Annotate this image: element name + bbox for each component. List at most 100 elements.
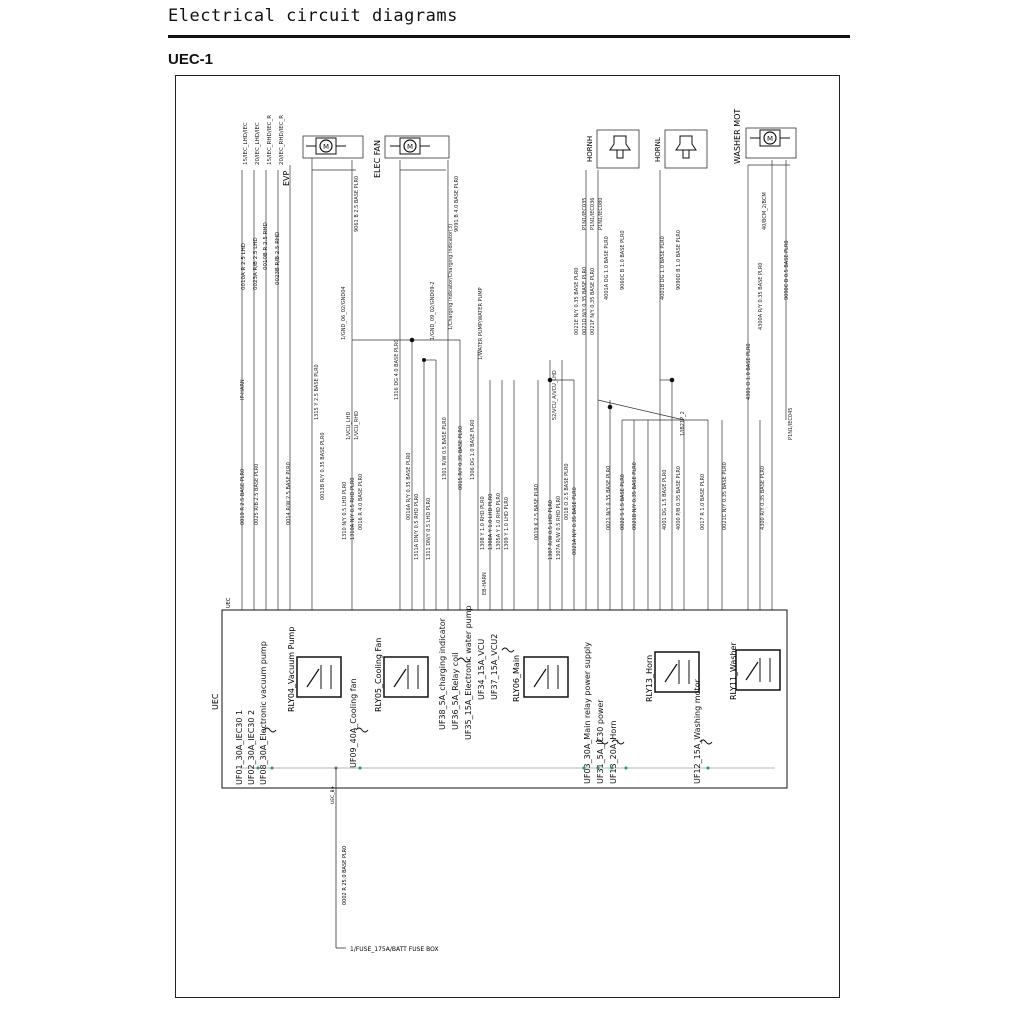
wire-0015: 0015 R/Y 0.35 BASE PLR0 [458, 426, 464, 490]
fuse-uf38: UF38_5A_charging indicator [438, 617, 447, 730]
evp-label: EVP [282, 170, 291, 186]
elec-fan-label: ELEC FAN [373, 140, 382, 178]
wire-1316: 1316 DG 4.0 BASE PLR0 [394, 340, 400, 400]
uec-module-label: UEC [211, 693, 220, 710]
section-label: UEC-1 [168, 51, 214, 68]
wire-4001a: 4001A DG 1.0 BASE PLR0 [604, 236, 610, 300]
uec-feed-label: UEC_B+ [330, 785, 336, 804]
relay-rly04: RLY04_Vacuum Pump [287, 627, 342, 712]
fuse-uf13: UF13_20A_Horn [609, 721, 618, 784]
fuse-uf12: UF12_15A_Washing motor [693, 679, 702, 784]
iec-lhd2-label: 20/IEC_LHD/IEC [255, 122, 261, 165]
wire-0021b: 0021B N/Y 0.35 BASE PLR0 [632, 462, 638, 530]
wire-9091: 9091 B 4.0 BASE PLR0 [454, 176, 460, 232]
wire-0022: 0022 S 1.5 BASE PLR0 [620, 474, 626, 530]
hornl-label: HORNL [654, 137, 662, 162]
rly06-label: RLY06_Main [512, 655, 521, 702]
fuse-uf36: UF36_5A_Relay coil [451, 653, 460, 730]
wire-0021a: 0021A N/Y 0.35 BASE PLR0 [572, 487, 578, 555]
wire-lines [241, 158, 790, 610]
water-pump-label: 1/WATER PUMP/WATER PUMP [478, 287, 484, 360]
wire-1311: 1311 DN/Y 0.5 LHD PLR0 [426, 498, 432, 560]
rly04-label: RLY04_Vacuum Pump [287, 627, 296, 712]
wire-1310a: 1310A N/Y 0.5 RHD PLR0 [350, 478, 356, 540]
uec-connector-label: UEC [226, 597, 232, 608]
wire-1307: 1307 R/W 0.5 LHD PLR0 [548, 500, 554, 560]
fuse-uf03: UF03_30A_Main relay power supply [583, 642, 592, 784]
vcu-rhd-label: 1/VCU_RHD [354, 411, 360, 440]
top-left-supply-labels: 15/IEC_LHD/IEC 20/IEC_LHD/IEC 15/IEC_RHD… [241, 115, 285, 290]
charging-label: 1/Charging indicator/Charging indicator(… [448, 224, 454, 330]
wire-1310: 1310 N/Y 0.5 LHD PLR0 [342, 482, 348, 540]
relay-rly05: RLY05_Cooling Fan [374, 638, 429, 712]
p1n1-lb-label: P1N1/IEC045 [788, 408, 794, 440]
fuse-labels: UF01_30A_IEC30 1 UF02_30A_IEC30 2 UF08_3… [235, 605, 702, 785]
hornh-label: HORNH [586, 136, 594, 162]
diagram-frame [175, 75, 840, 998]
relay-rly11: RLY11_Washer [729, 642, 781, 700]
wire-labels-mid: 1315 Y 2.5 BASE PLR0 1316 DG 4.0 BASE PL… [240, 176, 794, 595]
wire-4301: 4301 O 1.0 BASE PLR0 [746, 343, 752, 400]
wire-1315: 1315 Y 2.5 BASE PLR0 [314, 364, 320, 420]
wire-0014: 0014 R/W 2.5 BASE PLR0 [286, 462, 292, 525]
wire-0019k: 0019 K 2.5 BASE PLR0 [534, 484, 540, 540]
wire-0021c: 0021C N/Y 0.35 BASE PLR0 [722, 462, 728, 530]
washer-mot-label: WASHER MOT [733, 109, 742, 164]
wire-4300: 4300 R/Y 0.35 BASE PLR0 [760, 466, 766, 530]
wire-1308a: 1308A Y 1.0 LHD PLR0 [488, 494, 494, 550]
uec-module: UEC UEC [211, 597, 788, 789]
wire-0021e: 0021E N/Y 0.35 BASE PLR0 [574, 268, 580, 336]
p1n1-label-2: P1N1/IEC036 [590, 198, 596, 230]
vcu-pins-label: 52/VCU_A/VCU_LHD [552, 370, 558, 420]
page-title: Electrical circuit diagrams [168, 6, 458, 26]
iec-rhd-label: 15/IEC_RHD/IEC_R [267, 115, 273, 165]
gnd-wash-label: 40/BCM_2/BCM [762, 192, 768, 230]
wire-0021d: 0021D N/Y 0.35 BASE PLR0 [582, 267, 588, 335]
iec-rhd2-label: 20/IEC_RHD/IEC_R [279, 115, 285, 165]
splice-points [409, 337, 675, 410]
hornl-horn: HORNL [654, 129, 708, 169]
rly11-label: RLY11_Washer [729, 642, 738, 700]
washer-motor: WASHER MOT [733, 109, 797, 164]
fan-gnd-label: 1/GND_09_02/GND09-2 [430, 281, 436, 340]
wire-1311a: 1311A DN/Y 0.5 RHD PLR0 [414, 494, 420, 560]
wire-0025: 0025 R/B 2.5 BASE PLR0 [254, 464, 260, 525]
batt-fuse-label: 1/FUSE_175A/BATT FUSE BOX [350, 946, 439, 953]
wire-4300a: 4300A R/Y 0.35 BASE PLR0 [758, 263, 764, 331]
ip-harn-label: IP-HARN [240, 379, 246, 400]
wire-0013b: 0013B R/Y 0.35 BASE PLR0 [320, 433, 326, 501]
fuse-uf34: UF34_15A_VCU [477, 639, 486, 700]
wire-4001: 4001 DG 1.5 BASE PLR0 [662, 470, 668, 530]
vcu-lhd-label: 1/VCU_LHD [346, 412, 352, 440]
wire-0021f: 0021F N/Y 0.35 BASE PLR0 [590, 268, 596, 335]
hornh-horn: HORNH [586, 129, 640, 169]
wire-1308: 1308 Y 1.0 RHD PLR0 [480, 496, 486, 550]
wire-4001b: 4001B DG 1.0 BASE PLR0 [660, 236, 666, 300]
p1n1-label-1: P1N1/IEC035 [582, 198, 588, 230]
wire-1309: 1309 Y 1.0 LHD PLR0 [504, 497, 510, 550]
wire-0002: 0002 R 25.0 BASE PLR0 [342, 846, 348, 905]
wire-9090c: 9090C B 0.5 BASE PLR0 [784, 240, 790, 300]
wire-1307a: 1307A R/W 0.5 RHD PLR0 [556, 496, 562, 560]
wire-1301: 1301 R/W 0.5 BASE PLR0 [442, 417, 448, 480]
ib2-2-label: 1/IB21P_2 [680, 411, 686, 436]
wire-4000: 4000 P/B 0.35 BASE PLR0 [676, 466, 682, 530]
wire-1306: 1306 DG 1.0 BASE PLR0 [470, 420, 476, 480]
wire-0018: 0018 O 2.5 BASE PLR0 [564, 463, 570, 520]
fuse-uf02: UF02_30A_IEC30 2 [247, 710, 256, 785]
fuse-uf35: UF35_15A_Electronic water pump [464, 605, 473, 740]
fuse-uf37: UF37_15A_VCU2 [490, 634, 499, 700]
title-rule [168, 35, 850, 38]
relay-rly06: RLY06_Main [512, 655, 569, 702]
fuse-uf08: UF08_30A_Electronic vacuum pump [259, 641, 268, 785]
rly05-label: RLY05_Cooling Fan [374, 638, 383, 712]
wire-0016: 0016 R 4.0 BASE PLR0 [358, 474, 364, 530]
wire-0017: 0017 R 1.0 BASE PLR0 [700, 474, 706, 530]
wire-0021: 0021 N/Y 0.35 BASE PLR0 [606, 466, 612, 530]
relay-rly13: RLY13_Horn [645, 651, 700, 702]
wire-1305a: 1305A Y 1.0 RHD PLR0 [496, 493, 502, 550]
fuse-uf01: UF01_30A_IEC30 1 [235, 710, 244, 785]
p1n1-label-3: P1N1/IEC080 [598, 198, 604, 230]
rly13-label: RLY13_Horn [645, 655, 654, 702]
